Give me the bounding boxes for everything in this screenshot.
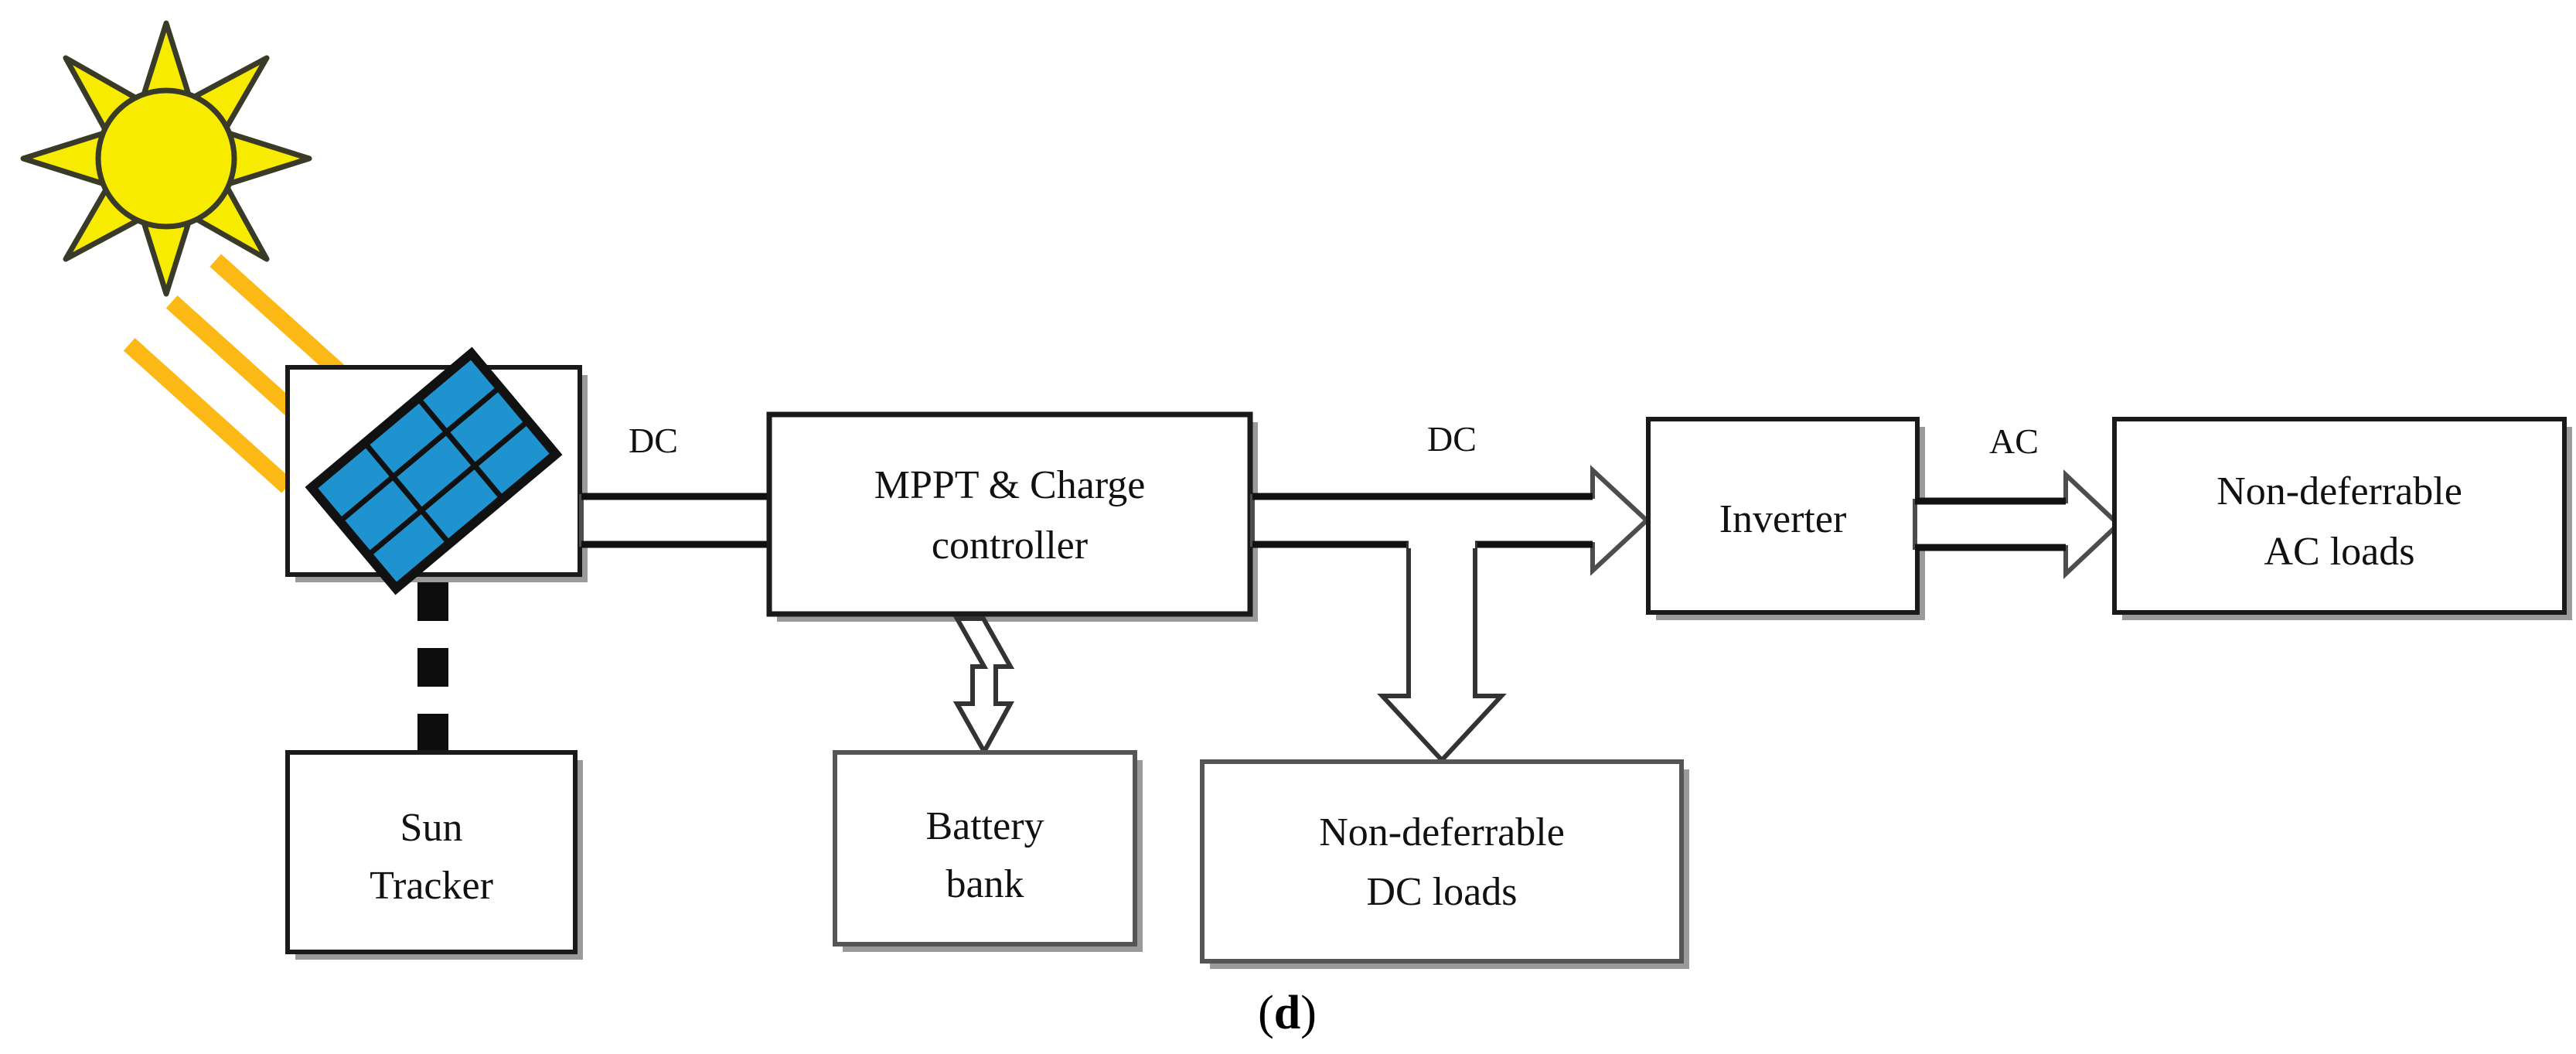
dc-loads-label-line1: Non-deferrable (1319, 810, 1565, 854)
caption-close-paren: ) (1300, 987, 1317, 1039)
inverter-label: Inverter (1719, 497, 1847, 541)
dc-loads-label-line2: DC loads (1367, 870, 1518, 914)
dc-loads-box (1200, 759, 1684, 964)
caption-letter: d (1274, 987, 1300, 1039)
battery-bank-box (833, 750, 1137, 947)
dc-label-pv-to-mppt: DC (629, 421, 678, 460)
sun-icon (20, 20, 312, 297)
mppt-charge-controller-block[interactable]: MPPT & Charge controller (766, 411, 1258, 622)
mppt-label-line2: controller (932, 524, 1088, 568)
figure-caption: (d) (1258, 987, 1317, 1039)
sun-tracker-box (285, 750, 578, 954)
sun-tracker-label-line2: Tracker (370, 864, 493, 908)
inverter-block[interactable]: Inverter (1646, 417, 1925, 620)
figure-caption-text: (d) (1258, 987, 1317, 1039)
mppt-to-battery-arrow (952, 616, 1015, 757)
solar-panel-icon (305, 346, 563, 595)
ac-loads-label-line2: AC loads (2264, 530, 2415, 574)
battery-bank-label-line1: Battery (925, 804, 1044, 848)
non-deferrable-ac-loads-block[interactable]: Non-deferrable AC loads (2112, 417, 2572, 620)
ac-loads-box (2112, 417, 2567, 615)
bus-to-dc-loads-arrow (1377, 541, 1507, 764)
dc-label-mppt-to-inverter: DC (1427, 419, 1477, 459)
sun-disc (95, 87, 237, 230)
ac-label-inverter-to-loads: AC (1989, 421, 2039, 461)
pv-array-block[interactable] (285, 346, 588, 595)
connector-square-1 (417, 582, 448, 621)
connector-square-2 (417, 648, 448, 687)
ac-loads-label-line1: Non-deferrable (2217, 469, 2462, 513)
battery-bank-block[interactable]: Battery bank (833, 750, 1143, 952)
battery-bank-label-line2: bank (946, 862, 1024, 906)
sun-ray-w (20, 130, 107, 187)
mppt-label-line1: MPPT & Charge (874, 463, 1146, 507)
sun-tracker-label-line1: Sun (400, 806, 463, 850)
connector-square-3 (417, 714, 448, 752)
inverter-box (1646, 417, 1920, 615)
pv-to-sun-tracker-connector (417, 582, 448, 752)
inverter-to-ac-loads-arrow (1913, 469, 2122, 579)
caption-open-paren: ( (1258, 987, 1274, 1039)
sun-ray-e (225, 130, 312, 187)
non-deferrable-dc-loads-block[interactable]: Non-deferrable DC loads (1200, 759, 1689, 969)
sun-tracker-block[interactable]: Sun Tracker (285, 750, 583, 960)
mppt-box (766, 411, 1253, 617)
